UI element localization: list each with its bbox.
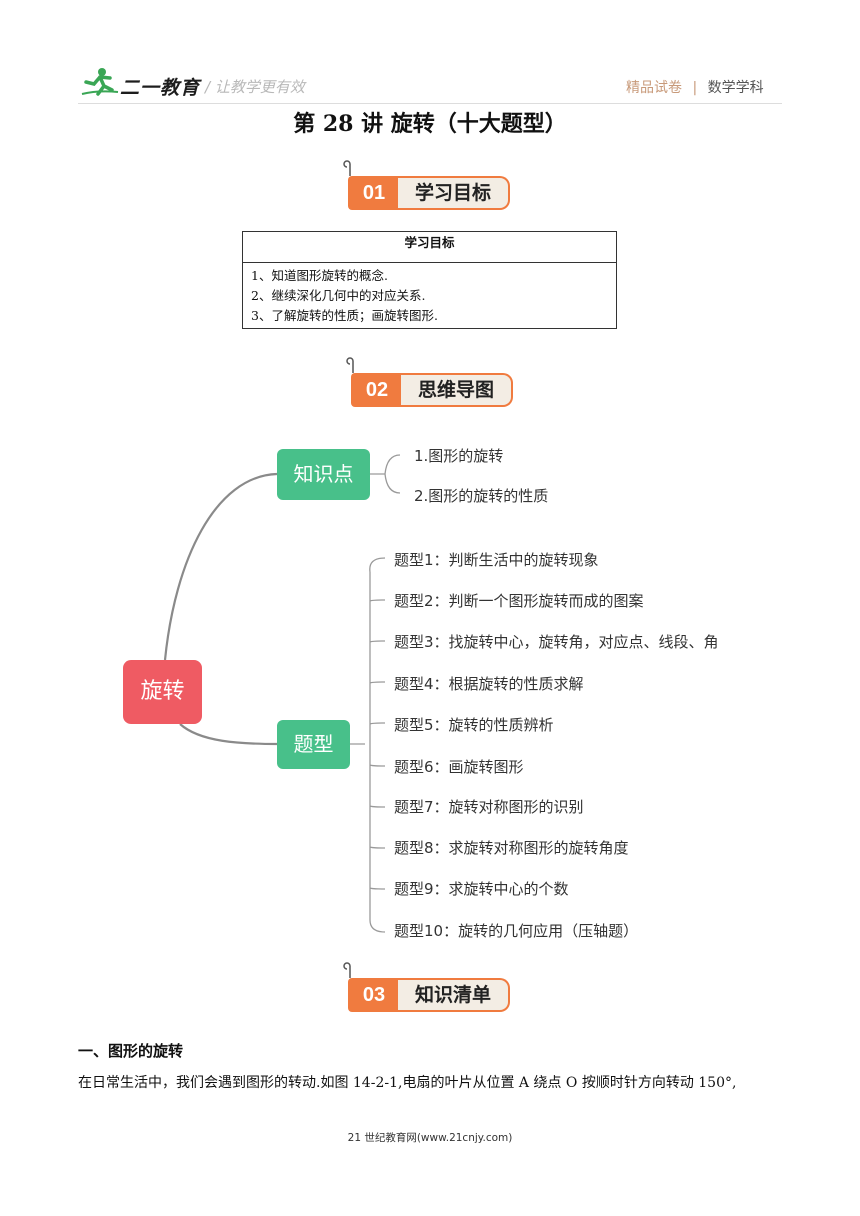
section-badge-03: 03 知识清单 — [343, 962, 518, 1014]
knowledge-item: 1.图形的旋转 — [414, 447, 504, 465]
root-to-knowledge-line — [163, 472, 278, 661]
header-divider — [78, 103, 782, 104]
mindmap-types-node: 题型 — [277, 720, 350, 769]
type-item: 题型7：旋转对称图形的识别 — [394, 798, 584, 816]
objective-item: 1、知道图形旋转的概念. — [251, 268, 388, 283]
section-number: 02 — [351, 373, 403, 407]
objective-item: 3、了解旋转的性质；画旋转图形. — [251, 308, 438, 323]
type-item: 题型6：画旋转图形 — [394, 758, 524, 776]
type-item: 题型10：旋转的几何应用（压轴题） — [394, 922, 639, 940]
page-title: 第 28 讲 旋转（十大题型） — [293, 111, 567, 137]
mindmap-knowledge-node: 知识点 — [277, 449, 370, 500]
section-label: 思维导图 — [401, 373, 513, 407]
types-bracket — [350, 557, 386, 933]
header-label: 精品试卷 — [626, 80, 682, 96]
section-badge-01: 01 学习目标 — [343, 160, 518, 212]
mindmap-root: 旋转 — [123, 660, 202, 724]
knowledge-bracket — [370, 454, 401, 494]
type-item: 题型3：找旋转中心，旋转角，对应点、线段、角 — [394, 633, 719, 651]
type-item: 题型5：旋转的性质辨析 — [394, 716, 554, 734]
runner-logo-icon — [81, 68, 119, 96]
section-label: 知识清单 — [398, 978, 510, 1012]
header-subject: 数学学科 — [707, 80, 764, 96]
objective-item: 2、继续深化几何中的对应关系. — [251, 288, 426, 303]
knowledge-item: 2.图形的旋转的性质 — [414, 487, 549, 505]
slogan: / 让教学更有效 — [205, 78, 305, 96]
header-right: 精品试卷 | 数学学科 — [626, 77, 764, 97]
type-item: 题型2：判断一个图形旋转而成的图案 — [394, 592, 644, 610]
section-badge-02: 02 思维导图 — [346, 357, 521, 409]
section-label: 学习目标 — [398, 176, 510, 210]
clip-icon — [346, 357, 354, 373]
section-number: 01 — [348, 176, 400, 210]
section-number: 03 — [348, 978, 400, 1012]
clip-icon — [343, 962, 351, 978]
type-item: 题型8：求旋转对称图形的旋转角度 — [394, 839, 629, 857]
content-paragraph: 在日常生活中，我们会遇到图形的转动.如图 14-2-1,电扇的叶片从位置 A 绕… — [78, 1075, 737, 1091]
type-item: 题型1：判断生活中的旋转现象 — [394, 551, 599, 569]
objectives-table: 学习目标 1、知道图形旋转的概念. 2、继续深化几何中的对应关系. 3、了解旋转… — [242, 231, 617, 329]
logo-text: 二一教育 — [120, 77, 201, 99]
type-item: 题型9：求旋转中心的个数 — [394, 880, 569, 898]
content-heading: 一、图形的旋转 — [78, 1042, 184, 1060]
clip-icon — [343, 160, 351, 176]
root-to-types-line — [179, 723, 278, 746]
type-item: 题型4：根据旋转的性质求解 — [394, 675, 584, 693]
objectives-header: 学习目标 — [243, 232, 616, 263]
header-separator: | — [692, 80, 698, 96]
page-footer: 21 世纪教育网(www.21cnjy.com) — [347, 1132, 513, 1144]
